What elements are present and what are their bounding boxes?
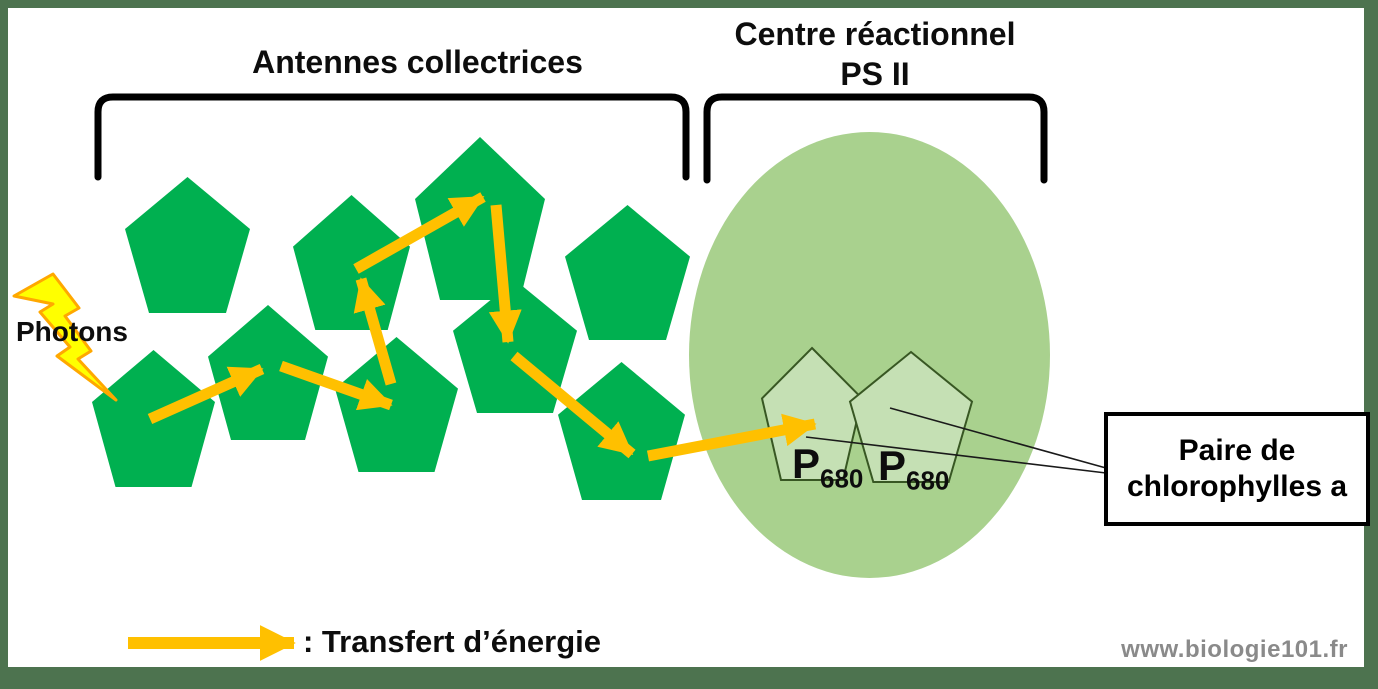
diagram-canvas <box>8 8 1364 667</box>
centre-title: Centre réactionnel PS II <box>700 14 1050 94</box>
p680-subscript: 680 <box>820 463 864 494</box>
watermark: www.biologie101.fr <box>1121 636 1348 663</box>
legend-label: : Transfert d’énergie <box>303 624 602 659</box>
p680-symbol: P <box>878 442 907 489</box>
antennes-title: Antennes collectrices <box>252 44 583 80</box>
p680-symbol: P <box>792 440 821 487</box>
p680-label-left: P680 <box>792 440 863 492</box>
centre-title-line1: Centre réactionnel <box>734 16 1016 52</box>
p680-label-right: P680 <box>878 442 949 494</box>
p680-subscript: 680 <box>906 465 950 496</box>
photons-label: Photons <box>16 316 128 347</box>
pair-chlorophylls-label: Paire de chlorophylles a <box>1126 434 1348 503</box>
centre-title-line2: PS II <box>840 56 910 92</box>
pair-chlorophylls-callout-box: Paire de chlorophylles a <box>1104 412 1370 526</box>
